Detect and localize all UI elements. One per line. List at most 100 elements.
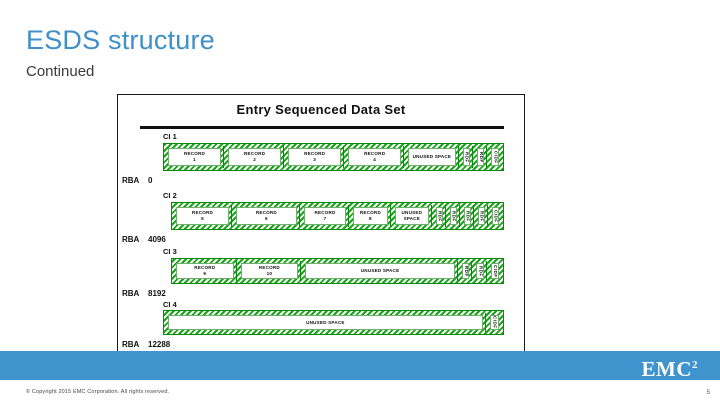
cidf-cell: CIDF bbox=[489, 261, 501, 281]
cell-label-box: UNUSED SPACE bbox=[408, 148, 456, 166]
ci-label: CI 3 bbox=[163, 247, 177, 256]
rba-key: RBA bbox=[122, 235, 140, 244]
cell-label-line2: 1 bbox=[193, 157, 196, 162]
cell-label-line2: 5 bbox=[201, 216, 204, 221]
cell-label-line2: 7 bbox=[323, 216, 327, 221]
cell-label-line1: CIDF bbox=[493, 209, 499, 223]
cell-label-line1: CIDF bbox=[493, 264, 499, 278]
cell-label-box: RDF bbox=[461, 263, 470, 279]
cell-label-box: RDF bbox=[449, 207, 457, 225]
emc-logo-text: EMC bbox=[641, 357, 692, 381]
cell-label-box: RDF bbox=[462, 148, 470, 166]
cell-label-line1: RDF bbox=[464, 151, 470, 163]
cell-label-box: CIDF bbox=[489, 315, 499, 330]
footer-band: EMC2 bbox=[0, 351, 720, 381]
cidf-cell: CIDF bbox=[490, 205, 501, 227]
cell-label-line1: RECORD bbox=[183, 151, 206, 157]
cell-label-box: CIDF bbox=[490, 263, 499, 279]
cell-label-line1: RECORD bbox=[255, 210, 277, 216]
diagram-divider-line bbox=[140, 126, 504, 129]
cell-label-line1: RECORD bbox=[314, 210, 336, 216]
cell-label-line1: UNUSED SPACE bbox=[412, 154, 452, 160]
cell-label-line1: UNUSED SPACE bbox=[360, 268, 400, 274]
rdf-cell: RDF bbox=[461, 146, 473, 168]
rba-label: RBA 8192 bbox=[122, 289, 166, 298]
unused-space-cell: UNUSED SPACE bbox=[303, 261, 458, 281]
cell-label-line2: 2 bbox=[253, 157, 256, 162]
copyright-text: © Copyright 2015 EMC Corporation. All ri… bbox=[26, 389, 170, 395]
cell-label-line2: 6 bbox=[265, 216, 268, 221]
emc-logo-superscript: 2 bbox=[692, 359, 698, 371]
page-number: 5 bbox=[706, 390, 710, 396]
page-title: ESDS structure bbox=[26, 25, 215, 55]
cell-label-box: RDF bbox=[463, 207, 471, 225]
rba-key: RBA bbox=[122, 340, 140, 349]
cell-label-box: UNUSED SPACE bbox=[168, 315, 483, 330]
rba-key: RBA bbox=[122, 176, 140, 185]
rdf-cell: RDF bbox=[476, 205, 488, 227]
cell-label-box: RDF bbox=[477, 207, 485, 225]
emc-logo: EMC2 bbox=[642, 353, 699, 381]
rdf-cell: RDF bbox=[474, 261, 487, 281]
unused-space-cell: UNUSED SPACE bbox=[406, 146, 459, 168]
cell-label-line2: 4 bbox=[373, 157, 377, 162]
cell-label-line2: 10 bbox=[266, 271, 273, 276]
rdf-cell: RDF bbox=[475, 146, 488, 168]
cell-label-line1: CIDF bbox=[492, 316, 498, 329]
cell-label-box: RDF bbox=[436, 207, 443, 225]
cell-label-box: CIDF bbox=[491, 148, 499, 166]
rdf-cell: RDF bbox=[448, 205, 460, 227]
cidf-cell: CIDF bbox=[488, 313, 501, 332]
rba-label: RBA 0 bbox=[122, 176, 152, 185]
cell-label-line1: RDF bbox=[478, 265, 484, 277]
rba-value: 8192 bbox=[148, 289, 166, 298]
rba-value: 0 bbox=[148, 176, 153, 185]
cell-label-line1: RECORD bbox=[194, 265, 216, 271]
cell-label-line1: RDF bbox=[465, 210, 471, 222]
cell-label-line2: 3 bbox=[313, 157, 316, 162]
cell-label-line1: UNUSED bbox=[401, 210, 423, 216]
cell-label-line2: 8 bbox=[369, 216, 372, 221]
cell-label-line1: RECORD bbox=[364, 151, 386, 157]
cell-label-box: RDF bbox=[476, 263, 484, 279]
control-interval-strip: UNUSED SPACE CIDF bbox=[163, 310, 504, 335]
cidf-cell: CIDF bbox=[489, 146, 501, 168]
rba-value: 4096 bbox=[148, 235, 166, 244]
cell-label-line1: CIDF bbox=[493, 150, 499, 164]
cell-label-line1: RECORD bbox=[258, 265, 280, 271]
rba-key: RBA bbox=[122, 289, 140, 298]
cell-label-line1: RDF bbox=[479, 210, 485, 222]
ci-label: CI 2 bbox=[163, 191, 177, 200]
cell-label-box: CIDF bbox=[491, 207, 500, 225]
unused-space-cell: UNUSED SPACE bbox=[166, 313, 486, 332]
rba-label: RBA 4096 bbox=[122, 235, 166, 244]
page-subtitle: Continued bbox=[26, 63, 95, 80]
cell-label-line2: SPACE bbox=[403, 216, 421, 221]
ci-label: CI 4 bbox=[163, 300, 177, 309]
ci-label: CI 1 bbox=[163, 132, 177, 141]
cell-label-box: UNUSED SPACE bbox=[305, 263, 455, 279]
rdf-cell: RDF bbox=[460, 261, 473, 281]
